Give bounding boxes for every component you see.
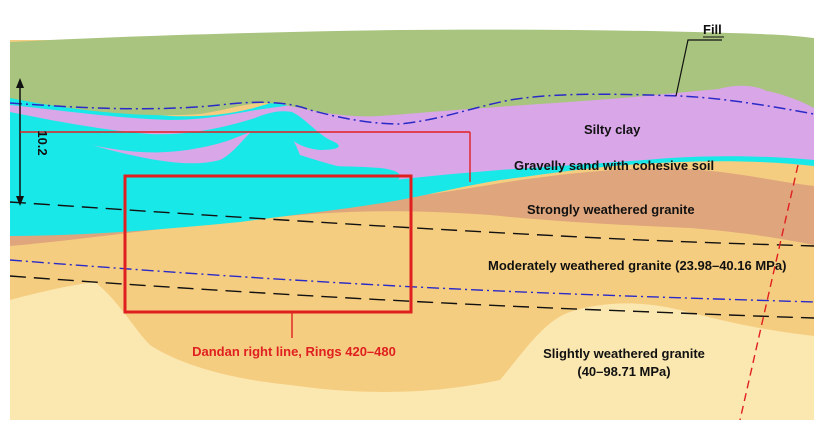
sand-lens-upper	[10, 111, 339, 153]
strongly-weathered-label: Strongly weathered granite	[527, 202, 695, 217]
silty-clay-right-peak	[710, 85, 765, 100]
fill-boundary-line	[9, 93, 815, 125]
dashed-line-upper	[9, 201, 815, 247]
fill-layer	[10, 29, 814, 117]
dashed-line-lower	[9, 275, 815, 319]
silty-clay-label: Silty clay	[584, 122, 641, 137]
tunnel-section-label: Dandan right line, Rings 420–480	[192, 344, 396, 359]
slightly-weathered-label-1: Slightly weathered granite	[543, 346, 705, 361]
silty-clay-right-crest	[600, 87, 814, 130]
gravelly-sand-label: Gravelly sand with cohesive soil	[514, 158, 714, 173]
fill-label: Fill	[703, 22, 722, 37]
tunnel-section-box	[123, 174, 413, 314]
dimension-marker	[16, 78, 471, 206]
slightly-weathered-granite-layer	[10, 282, 814, 420]
moderately-weathered-label: Moderately weathered granite (23.98–40.1…	[488, 258, 786, 273]
sand-lens-lower	[10, 148, 400, 191]
fault-line	[739, 164, 799, 421]
dimension-label: 10.2	[35, 130, 50, 155]
lower-boundary-line	[9, 259, 815, 303]
slightly-weathered-label-2: (40–98.71 MPa)	[577, 364, 670, 379]
fill-leader-line	[675, 39, 722, 97]
